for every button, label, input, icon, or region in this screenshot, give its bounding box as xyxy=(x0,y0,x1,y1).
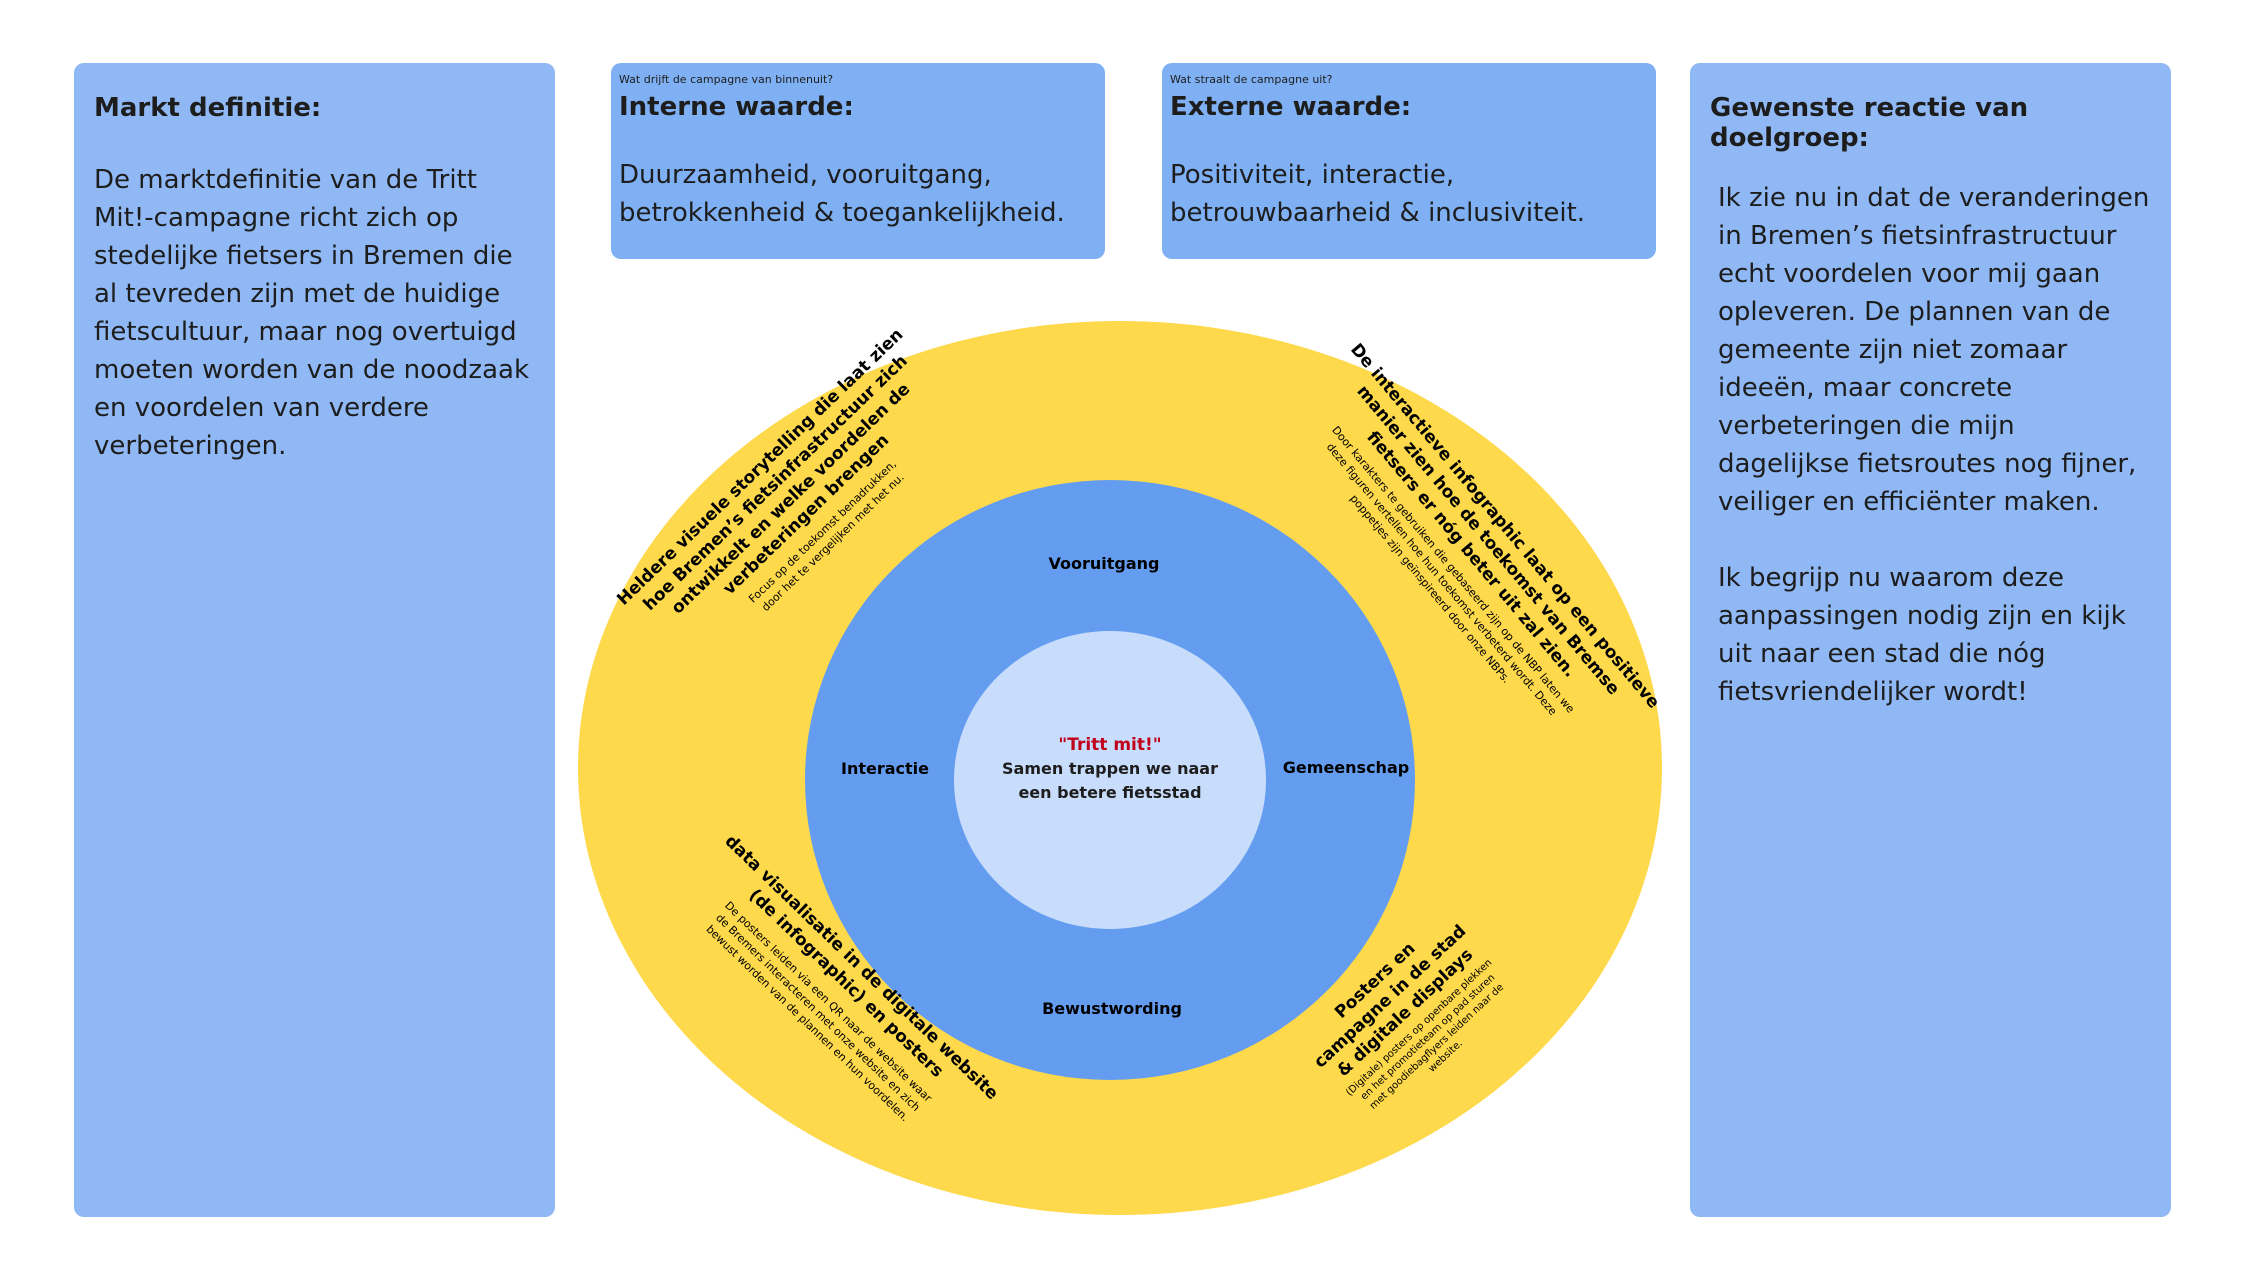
center-line-2: een betere fietsstad xyxy=(1018,783,1201,802)
value-top-label: Vooruitgang xyxy=(1049,554,1160,573)
inner-circle xyxy=(954,631,1266,929)
desired-reaction-text-1: Ik zie nu in dat de veranderingen in Bre… xyxy=(1718,183,2150,517)
center-line-1: Samen trappen we naar xyxy=(1002,759,1218,778)
value-right-label: Gemeenschap xyxy=(1283,758,1409,777)
value-bottom-label: Bewustwording xyxy=(1042,999,1182,1018)
desired-reaction-text-2: Ik begrijp nu waarom deze aanpassingen n… xyxy=(1718,563,2126,707)
internal-value-question: Wat drijft de campagne van binnenuit? xyxy=(619,73,834,86)
internal-value-title: Interne waarde: xyxy=(619,92,854,122)
external-value-text: Positiviteit, interactie, betrouwbaarhei… xyxy=(1170,160,1586,228)
market-definition-title: Markt definitie: xyxy=(94,93,322,123)
market-definition-text: De marktdefinitie van de Tritt Mit!-camp… xyxy=(94,165,530,461)
external-value-card: Wat straalt de campagne uit? Externe waa… xyxy=(1162,63,1656,259)
center-slogan: "Tritt mit!" xyxy=(1058,735,1161,755)
desired-reaction-title: Gewenste reactie van doelgroep: xyxy=(1710,93,2029,153)
value-left-label: Interactie xyxy=(841,759,929,778)
desired-reaction-card: Gewenste reactie van doelgroep: Ik zie n… xyxy=(1690,63,2171,1217)
external-value-question: Wat straalt de campagne uit? xyxy=(1170,73,1333,86)
external-value-title: Externe waarde: xyxy=(1170,92,1412,122)
market-definition-card: Markt definitie: De marktdefinitie van d… xyxy=(74,63,555,1217)
internal-value-card: Wat drijft de campagne van binnenuit? In… xyxy=(611,63,1105,259)
internal-value-text: Duurzaamheid, vooruitgang, betrokkenheid… xyxy=(619,160,1065,228)
